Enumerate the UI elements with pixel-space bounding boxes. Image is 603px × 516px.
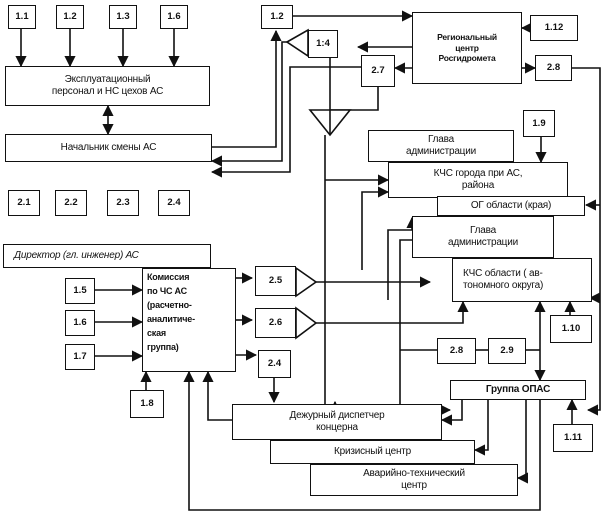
head-admin-region-line-2: администрации xyxy=(448,237,518,248)
box-1-12: 1.12 xyxy=(530,15,578,41)
shift-chief-node: Начальник смены АС xyxy=(5,134,212,162)
head-admin-region-node: Глава администрации xyxy=(412,216,554,258)
kchs-city-node: КЧС города при АС, района xyxy=(388,162,568,198)
arrow-dispatcher-to-kom xyxy=(202,370,232,421)
regional-center-node: Региональный центр Росгидромета xyxy=(412,12,522,84)
box-1-7: 1.7 xyxy=(65,344,95,370)
box-2-6: 2.6 xyxy=(255,308,296,338)
kchs-city-line-1: КЧС города при АС, xyxy=(433,167,523,179)
box-1-8: 1.8 xyxy=(130,390,164,418)
head-admin-city-node: Глава администрации xyxy=(368,130,514,162)
box-1-9: 1.9 xyxy=(523,110,555,137)
arrow-opas-to-dispatcher xyxy=(440,398,463,426)
duty-dispatcher-node: Дежурный диспетчер концерна xyxy=(232,404,442,440)
operational-staff-line-2: персонал и НС цехов АС xyxy=(51,86,164,97)
arrow-opas-to-crisis xyxy=(473,398,489,456)
og-region-node: ОГ области (края) xyxy=(437,196,585,216)
box-1-10: 1.10 xyxy=(550,315,592,343)
commission-line-5: ская xyxy=(147,327,166,338)
arrow-2-7-to-shift xyxy=(210,66,361,178)
wire-2-7-down xyxy=(330,87,379,111)
regional-center-line-2: центр xyxy=(455,42,479,53)
box-1-3: 1.3 xyxy=(109,5,137,29)
box-1-1: 1.1 xyxy=(8,5,36,29)
arrow-to-kchs-city-2 xyxy=(361,186,390,270)
box-2-5: 2.5 xyxy=(255,266,296,296)
box-2-9: 2.9 xyxy=(488,338,526,364)
box-2-4-lower: 2.4 xyxy=(258,350,291,378)
arrow-amp-to-shift xyxy=(210,41,287,167)
box-1-2-right: 1.2 xyxy=(261,5,293,29)
arrow-2-8-to-opas xyxy=(572,67,601,416)
kchs-region-node: КЧС области ( ав- тономного округа) xyxy=(452,258,592,302)
head-admin-city-line-1: Глава xyxy=(427,133,454,145)
emergency-tech-center-line-1: Аварийно-технический xyxy=(363,467,465,479)
box-1-2: 1.2 xyxy=(56,5,84,29)
box-2-8: 2.8 xyxy=(535,55,572,81)
emergency-tech-center-node: Аварийно-технический центр xyxy=(310,464,518,496)
kchs-region-line-1: КЧС области ( ав- xyxy=(463,267,543,279)
crisis-center-node: Кризисный центр xyxy=(270,440,475,464)
arrow-opas-to-emergency xyxy=(516,398,529,484)
amplifier-2-5 xyxy=(295,266,318,298)
head-admin-region-line-1: Глава xyxy=(469,224,496,236)
emergency-tech-center-line-2: центр xyxy=(401,480,427,491)
head-admin-city-line-2: администрации xyxy=(406,146,476,157)
commission-line-4: аналитиче- xyxy=(147,313,195,324)
box-2-4: 2.4 xyxy=(158,190,190,216)
arrow-2-6-to-kchs-region xyxy=(316,300,469,324)
opas-group-node: Группа ОПАС xyxy=(450,380,586,400)
commission-line-2: по ЧС АС xyxy=(147,285,187,296)
commission-line-3: (расчетно- xyxy=(147,299,192,310)
arrow-shift-to-1-2 xyxy=(210,29,282,148)
kchs-region-line-2: тономного округа) xyxy=(463,280,544,291)
commission-line-1: Комиссия xyxy=(147,272,190,282)
box-1-4: 1:4 xyxy=(308,30,338,58)
duty-dispatcher-line-1: Дежурный диспетчер xyxy=(289,409,385,421)
amplifier-1-4 xyxy=(285,28,309,58)
box-2-8-lower: 2.8 xyxy=(437,338,476,364)
commission-line-6: группа) xyxy=(147,341,179,352)
box-2-1: 2.1 xyxy=(8,190,40,216)
box-1-6-lower: 1.6 xyxy=(65,310,95,336)
arrow-loop-to-kom xyxy=(183,370,541,511)
box-1-6: 1.6 xyxy=(160,5,188,29)
commission-node: Комиссия по ЧС АС (расчетно- аналитиче- … xyxy=(142,268,236,372)
director-node: Директор (гл. инженер) АС xyxy=(3,244,211,268)
duty-dispatcher-line-2: концерна xyxy=(316,422,358,433)
amplifier-2-6 xyxy=(295,306,318,340)
box-1-5: 1.5 xyxy=(65,278,95,304)
operational-staff-node: Эксплуатационный персонал и НС цехов АС xyxy=(5,66,210,106)
box-2-2: 2.2 xyxy=(55,190,87,216)
regional-center-line-3: Росгидромета xyxy=(438,53,496,64)
box-2-3: 2.3 xyxy=(107,190,139,216)
box-2-7: 2.7 xyxy=(361,55,395,87)
box-1-11: 1.11 xyxy=(553,424,593,452)
kchs-city-line-2: района xyxy=(461,180,495,191)
regional-center-line-1: Региональный xyxy=(437,32,497,43)
operational-staff-line-1: Эксплуатационный xyxy=(64,73,151,85)
